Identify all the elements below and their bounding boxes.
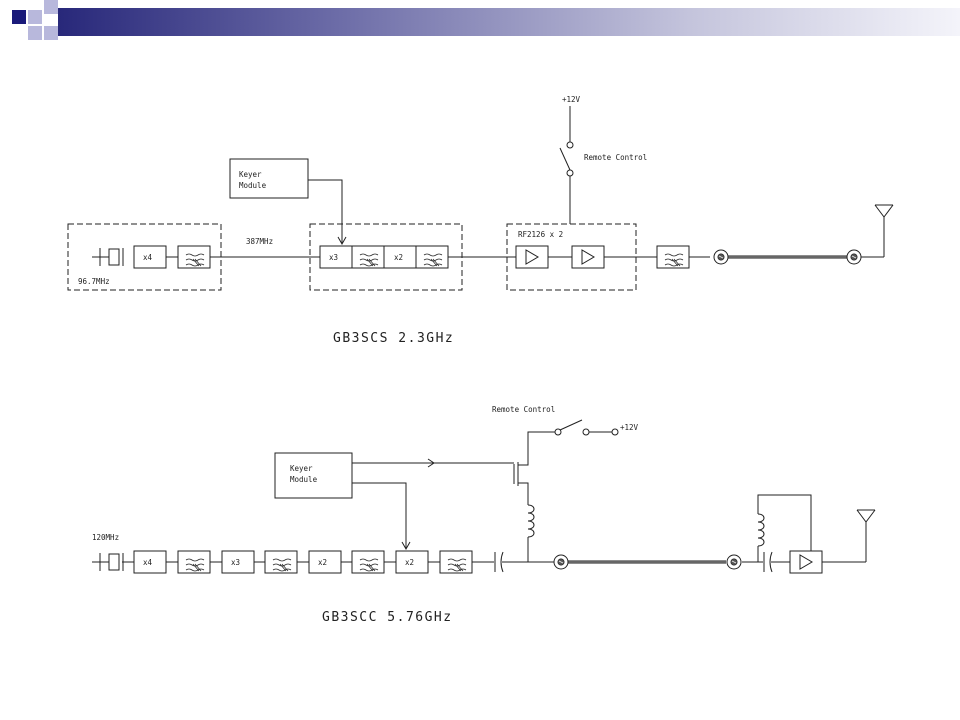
- bandpass-filter-box: [439, 550, 473, 574]
- multiplier-box: [395, 550, 429, 574]
- antenna-icon: [856, 509, 876, 563]
- coax-connector-icon: [846, 249, 862, 265]
- multiplier-box: [221, 550, 255, 574]
- multiplier-label: x2: [405, 558, 414, 567]
- bandpass-filter-box: [351, 550, 385, 574]
- keyer-arrow-icon: [427, 458, 435, 468]
- bandpass-filter-box: [177, 550, 211, 574]
- fet-drain: [518, 431, 556, 466]
- coax-connector-icon: [553, 554, 569, 570]
- keyer-arrow-icon: [401, 541, 411, 551]
- multiplier-box: [308, 550, 342, 574]
- bottom-diagram-labels: Remote Control +12V Keyer Module 120MHz …: [92, 405, 639, 625]
- capacitor-plate: [769, 551, 773, 573]
- keyer-module-box: [229, 158, 309, 199]
- multiplier-box: [133, 550, 167, 574]
- capacitor-plate: [500, 551, 504, 573]
- inductor-icon: [757, 513, 765, 547]
- top-diagram-labels: +12V Remote Control Keyer Module 387MHz …: [78, 95, 647, 346]
- supply-terminal: [611, 428, 619, 436]
- crystal-frequency-label: 96.7MHz: [78, 277, 110, 286]
- keyer-line: [308, 179, 343, 244]
- bottom-diagram: [91, 419, 876, 574]
- multiplier-label: x2: [318, 558, 327, 567]
- amplifier-icon: [525, 249, 539, 265]
- keyer-line: [352, 482, 407, 549]
- multiplier-label: x3: [231, 558, 240, 567]
- remote-control-label: Remote Control: [492, 405, 555, 414]
- crystal-icon: [91, 552, 124, 572]
- slide-header-band: [0, 0, 960, 46]
- remote-control-label: Remote Control: [584, 153, 647, 162]
- header-square-light: [28, 26, 42, 40]
- output-filter-box: [656, 245, 690, 269]
- bandpass-filter-box: [177, 245, 211, 269]
- switch-contact: [566, 169, 574, 177]
- bandpass-filter-box: [415, 245, 449, 269]
- amplifier-box: [789, 550, 823, 574]
- diagram-title: GB3SCC 5.76GHz: [322, 610, 453, 625]
- amplifier-label: RF2126 x 2: [518, 230, 563, 239]
- amplifier-icon: [799, 554, 813, 570]
- header-square-light: [28, 10, 42, 24]
- multiplier-label: x4: [143, 253, 153, 262]
- switch-blade: [559, 419, 583, 431]
- keyer-label-line2: Module: [290, 475, 318, 484]
- switch-contact: [554, 428, 562, 436]
- bias-line: [757, 494, 812, 551]
- multiplier-label: x3: [329, 253, 338, 262]
- capacitor-gap: [763, 552, 771, 572]
- bandpass-filter-box: [264, 550, 298, 574]
- multiplier-box: [133, 245, 167, 269]
- header-square-dark: [12, 10, 26, 24]
- amplifier-box: [571, 245, 605, 269]
- keyer-module-box: [274, 452, 353, 499]
- header-gradient-bar: [58, 8, 960, 36]
- keyer-label-line2: Module: [239, 181, 267, 190]
- header-square-light: [44, 0, 58, 14]
- amplifier-icon: [581, 249, 595, 265]
- crystal-frequency-label: 120MHz: [92, 533, 119, 542]
- bandpass-filter-box: [351, 245, 385, 269]
- supply-label: +12V: [620, 423, 639, 432]
- antenna-icon: [874, 204, 894, 258]
- top-diagram: [67, 106, 894, 291]
- intermediate-frequency-label: 387MHz: [246, 237, 273, 246]
- crystal-icon: [91, 247, 124, 267]
- supply-label: +12V: [562, 95, 581, 104]
- diagram-title: GB3SCS 2.3GHz: [333, 331, 454, 346]
- keyer-label-line1: Keyer: [239, 170, 262, 179]
- multiplier-label: x2: [394, 253, 403, 262]
- switch-blade: [559, 147, 571, 171]
- switch-contact: [582, 428, 590, 436]
- amplifier-box: [515, 245, 549, 269]
- header-square-light: [44, 26, 58, 40]
- switch-contact: [566, 141, 574, 149]
- multiplier-label: x4: [143, 558, 153, 567]
- capacitor-gap: [494, 552, 502, 572]
- keyer-arrow-icon: [337, 236, 347, 246]
- coax-connector-icon: [726, 554, 742, 570]
- fet-source: [518, 482, 529, 486]
- keyer-label-line1: Keyer: [290, 464, 313, 473]
- coax-connector-icon: [713, 249, 729, 265]
- inductor-icon: [527, 504, 535, 538]
